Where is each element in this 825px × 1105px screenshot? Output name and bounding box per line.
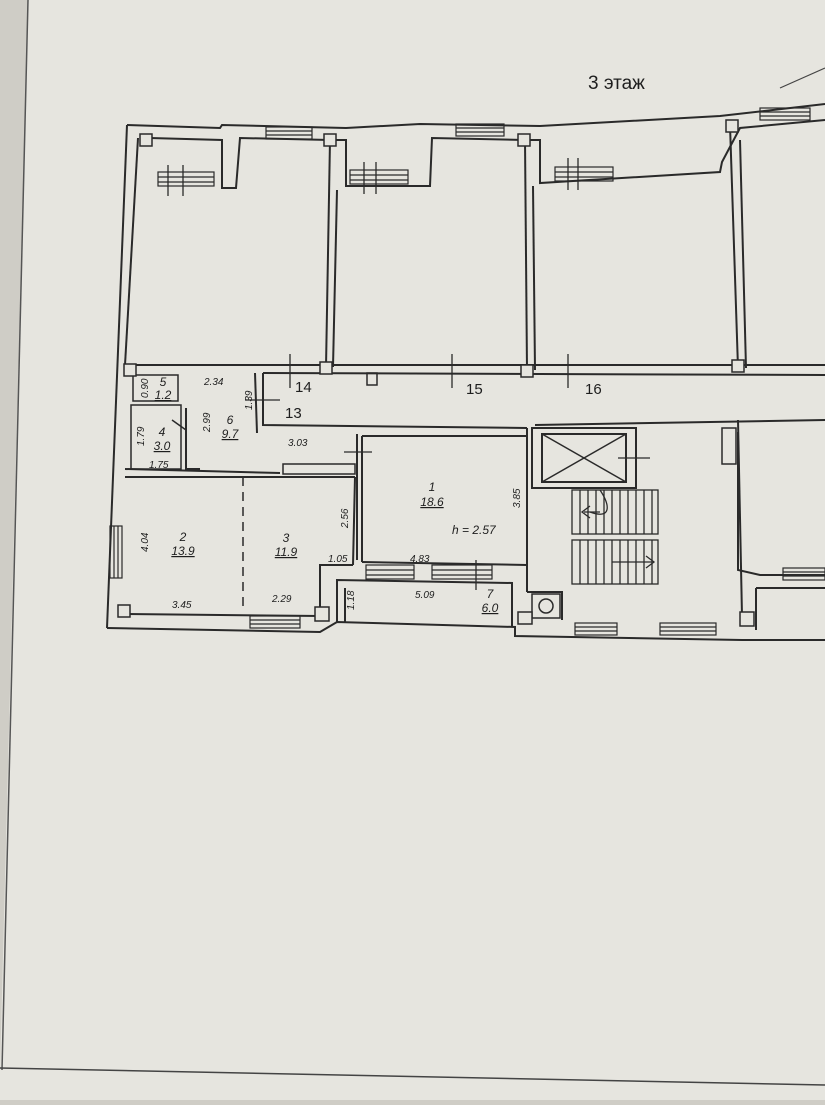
party-wall-3b bbox=[739, 139, 747, 369]
window-north-1 bbox=[265, 126, 313, 140]
party-wall-3 bbox=[729, 124, 739, 369]
room-5-number: 5 bbox=[160, 375, 167, 389]
north-facade-inner bbox=[149, 119, 825, 189]
dim-1-79: 1.79 bbox=[136, 426, 147, 446]
room-1-area: 18.6 bbox=[420, 495, 444, 509]
party-wall-1b bbox=[332, 189, 338, 368]
room-2-number: 2 bbox=[179, 530, 187, 544]
stair-direction-curve bbox=[589, 489, 608, 515]
corridor-north-wall-inner bbox=[262, 372, 825, 376]
window-south-2 bbox=[574, 622, 618, 636]
party-wall-2b bbox=[532, 185, 536, 371]
window-south-1 bbox=[249, 615, 301, 629]
room-7-number: 7 bbox=[487, 587, 495, 601]
room-6-west-wall bbox=[185, 408, 200, 470]
room-6-south-wall bbox=[124, 468, 281, 474]
dim-2-99: 2.99 bbox=[202, 412, 213, 433]
unit-label-13: 13 bbox=[285, 405, 302, 422]
dim-2-56: 2.56 bbox=[340, 508, 351, 529]
room-3-east-wall bbox=[352, 476, 356, 566]
room-3-number: 3 bbox=[283, 531, 290, 545]
corridor-south-wall-east bbox=[534, 419, 825, 426]
room-2-area: 13.9 bbox=[171, 544, 195, 558]
stair-flight-lower bbox=[571, 539, 659, 585]
window-balcony-2 bbox=[349, 169, 409, 185]
dim-3-03: 3.03 bbox=[288, 438, 308, 449]
elevator-cross-2 bbox=[541, 433, 627, 483]
south-facade-outer bbox=[106, 620, 825, 641]
paper-bottom-edge bbox=[0, 1067, 825, 1086]
window-north-2 bbox=[455, 123, 505, 137]
columns bbox=[117, 119, 755, 627]
party-wall-1 bbox=[325, 139, 331, 368]
north-facade-outer bbox=[126, 103, 825, 130]
unit-label-15: 15 bbox=[466, 381, 483, 398]
room-3-area: 11.9 bbox=[275, 545, 298, 559]
east-apartment-pilaster bbox=[721, 427, 737, 465]
stair-flight-upper bbox=[571, 489, 659, 535]
paper-left-edge bbox=[1, 0, 29, 1071]
outer-wall-west-inner bbox=[124, 137, 139, 366]
room-1-south-wall bbox=[361, 561, 528, 566]
dim-4-04: 4.04 bbox=[140, 532, 151, 552]
dim-1-18: 1.18 bbox=[346, 590, 357, 610]
floor-title: 3 этаж bbox=[588, 73, 645, 94]
room-3-south-east-step bbox=[319, 564, 353, 612]
windows bbox=[109, 107, 825, 636]
room-7-area: 6.0 bbox=[482, 601, 499, 615]
room-6-partition bbox=[282, 463, 356, 475]
walls bbox=[106, 103, 825, 641]
dim-4-83: 4.83 bbox=[410, 554, 430, 565]
service-box-circle bbox=[538, 598, 554, 614]
dim-1-75: 1.75 bbox=[149, 460, 169, 471]
dim-2-29: 2.29 bbox=[271, 594, 292, 605]
corridor-niche bbox=[366, 372, 378, 386]
window-east bbox=[782, 567, 825, 581]
dim-3-45: 3.45 bbox=[172, 600, 192, 611]
window-loggia-2 bbox=[431, 564, 493, 580]
stair-flights bbox=[571, 489, 659, 585]
window-balcony-3 bbox=[554, 166, 614, 182]
corridor-south-wall bbox=[262, 373, 528, 429]
room-7-walls bbox=[336, 578, 513, 627]
room-1-number: 1 bbox=[429, 480, 436, 494]
room-5-walls bbox=[132, 374, 179, 402]
window-loggia-1 bbox=[365, 564, 415, 580]
core-south-wall bbox=[527, 591, 563, 620]
unit-label-14: 14 bbox=[295, 379, 312, 396]
stair-arrow-up bbox=[580, 505, 600, 519]
room-4-number: 4 bbox=[159, 425, 166, 439]
dim-5-09: 5.09 bbox=[415, 590, 435, 601]
room-5-area: 1.2 bbox=[155, 388, 172, 402]
room-4-diagonal-wall bbox=[171, 419, 187, 431]
window-south-3 bbox=[659, 622, 717, 636]
height-note: h = 2.57 bbox=[452, 523, 497, 537]
east-apartment-walls bbox=[737, 432, 825, 576]
room-4-area: 3.0 bbox=[154, 439, 171, 453]
party-wall-2 bbox=[524, 139, 528, 371]
room-6-area: 9.7 bbox=[222, 427, 240, 441]
dim-1-05: 1.05 bbox=[328, 554, 348, 565]
dim-3-85: 3.85 bbox=[512, 488, 523, 508]
window-balcony-1 bbox=[157, 171, 215, 187]
dim-2-34: 2.34 bbox=[203, 377, 224, 388]
unit-label-16: 16 bbox=[585, 381, 602, 398]
service-box bbox=[531, 593, 561, 619]
tick-marks bbox=[167, 158, 650, 590]
corridor-south-wall-outer bbox=[254, 372, 258, 434]
window-west bbox=[109, 525, 123, 579]
window-north-3 bbox=[759, 107, 811, 121]
stair-arrow-down bbox=[612, 555, 656, 569]
paper-corner-mark bbox=[779, 67, 825, 89]
dim-0-90: 0.90 bbox=[140, 378, 151, 398]
dim-1-39: 1.39 bbox=[244, 390, 255, 410]
room-6-number: 6 bbox=[227, 413, 234, 427]
